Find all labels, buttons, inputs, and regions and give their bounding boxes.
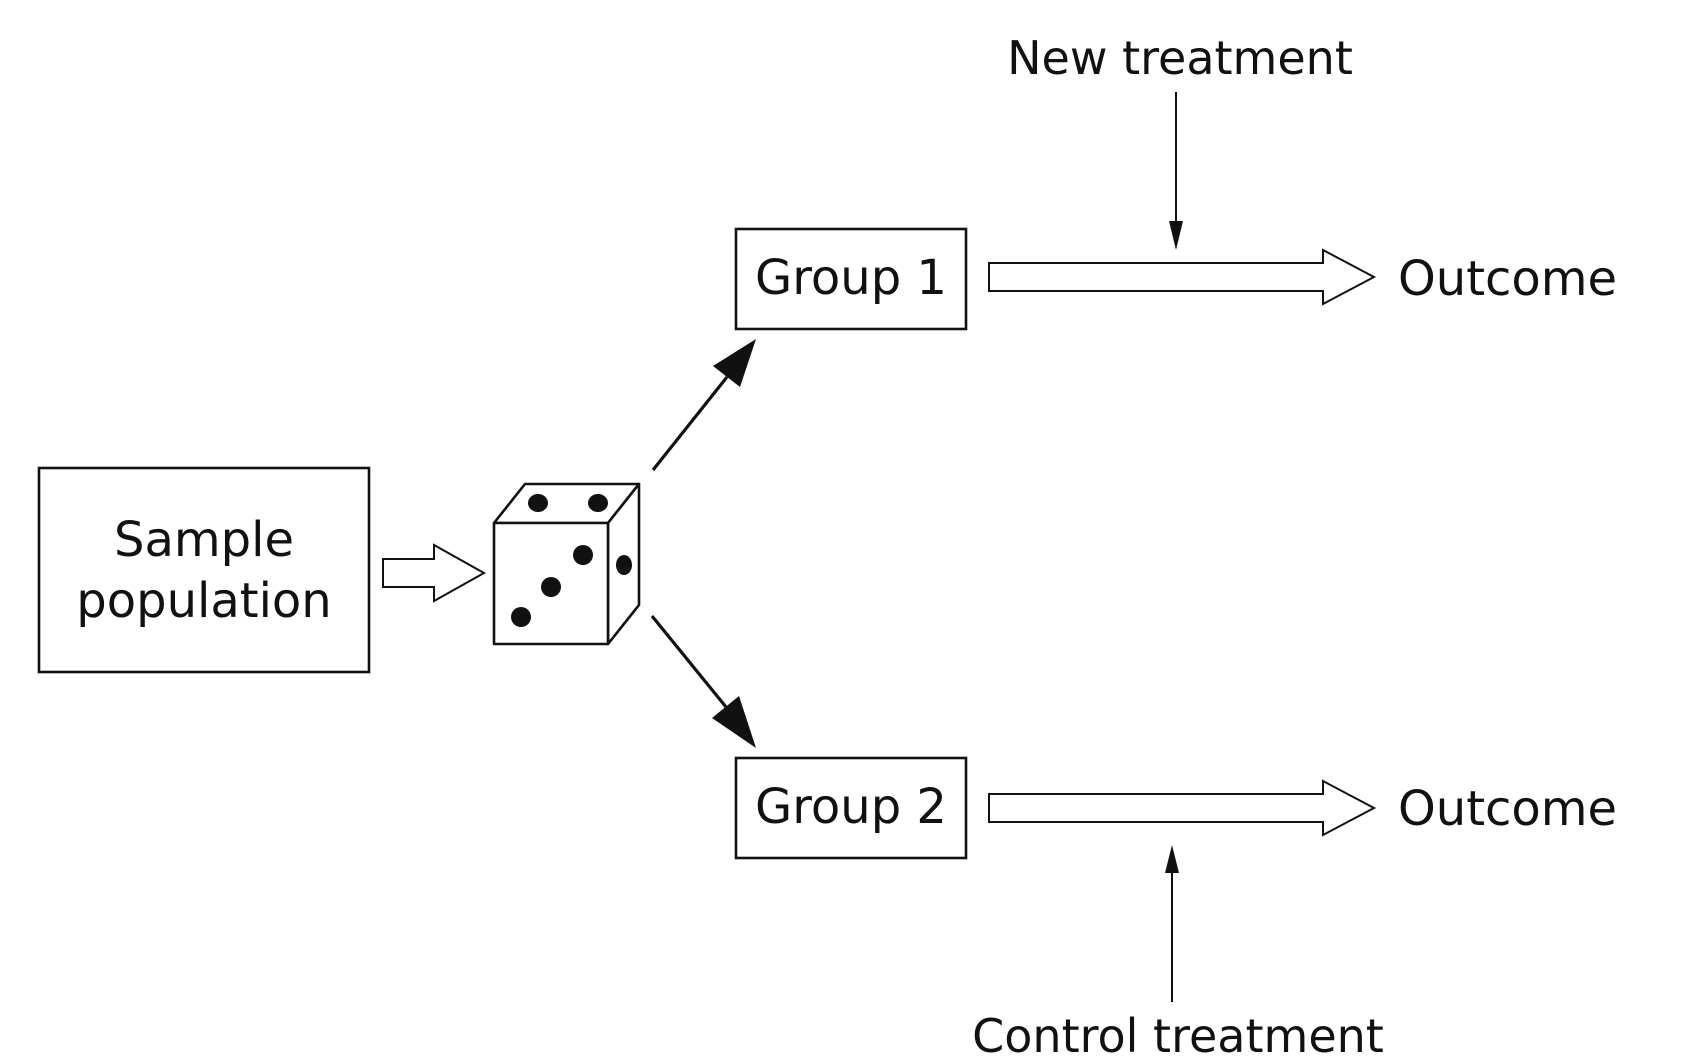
group2-box — [734, 756, 968, 860]
new-treatment-arrow — [1169, 92, 1183, 250]
sample-population-node: Sample population — [37, 466, 371, 674]
dice-pip — [616, 555, 632, 575]
sample-to-dice-arrow — [382, 543, 487, 603]
dice-pip — [573, 545, 593, 565]
sample-population-label-line2: population — [76, 573, 331, 629]
group1-to-outcome-arrow — [988, 248, 1377, 306]
new-treatment-label: New treatment — [1007, 31, 1353, 85]
dice-to-group2-arrow — [650, 614, 756, 748]
dice-pip — [511, 607, 531, 627]
group2-label: Group 2 — [755, 779, 947, 835]
group1-node: Group 1 — [734, 227, 968, 331]
group2-node: Group 2 — [734, 756, 968, 860]
group1-box — [734, 227, 968, 331]
dice-pip — [588, 494, 608, 512]
dice-to-group1-arrow — [651, 339, 756, 471]
group2-to-outcome-arrow — [988, 779, 1377, 837]
dice-pip — [541, 577, 561, 597]
group1-label: Group 1 — [755, 250, 947, 306]
sample-population-box — [37, 466, 371, 674]
outcome2-label: Outcome — [1398, 781, 1617, 837]
control-treatment-label: Control treatment — [972, 1009, 1384, 1062]
control-treatment-arrow — [1165, 845, 1179, 1002]
dice-icon — [492, 482, 641, 646]
sample-population-label-line1: Sample — [114, 512, 294, 568]
dice-pip — [528, 494, 548, 512]
outcome1-label: Outcome — [1398, 251, 1617, 307]
